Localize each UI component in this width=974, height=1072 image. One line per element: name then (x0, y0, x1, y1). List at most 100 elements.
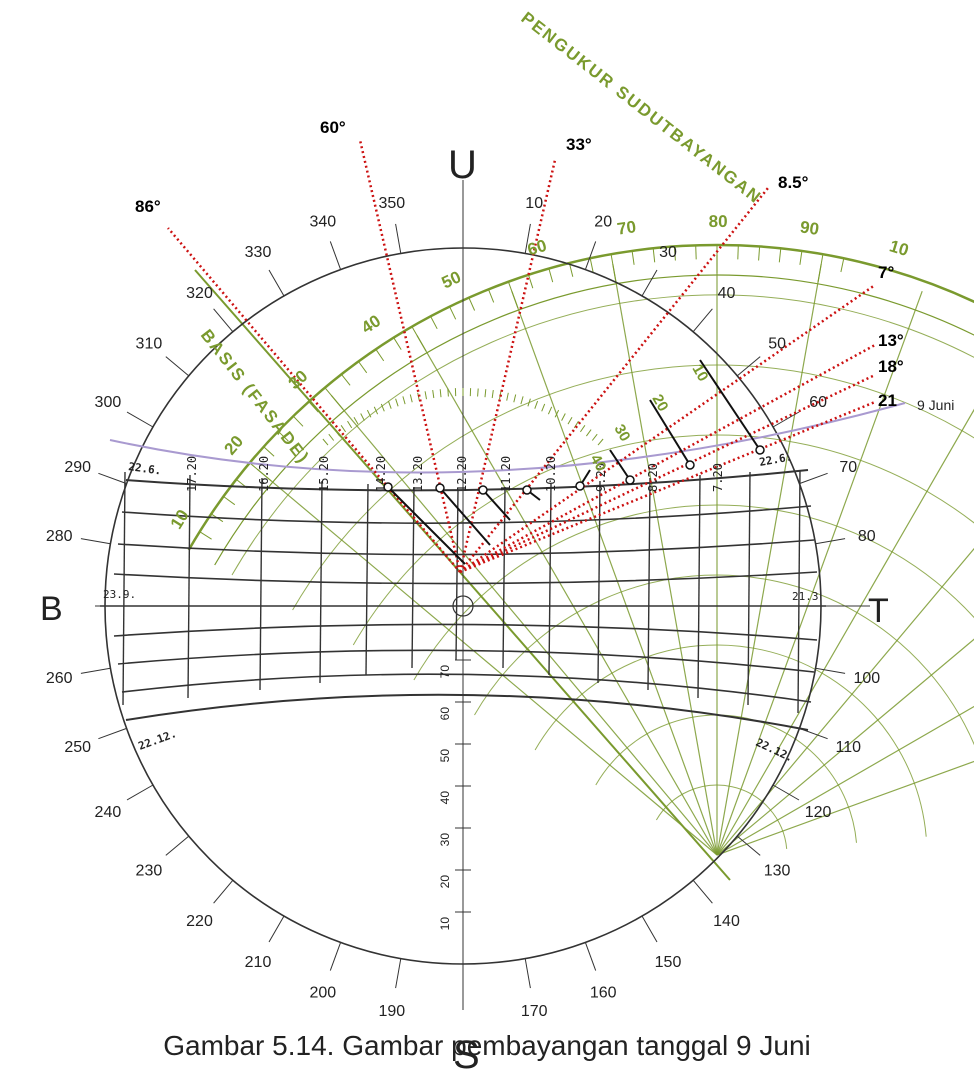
shadow-angle-line (458, 159, 557, 573)
azimuth-label: 340 (309, 214, 336, 231)
azimuth-tick (584, 942, 597, 971)
protractor-tick (548, 268, 554, 283)
protractor-tick (468, 297, 476, 311)
minor-tick (380, 403, 385, 412)
azimuth-label: 120 (805, 804, 832, 821)
azimuth-tick (772, 411, 800, 428)
hour-line (797, 469, 801, 714)
altitude-label: 70 (438, 665, 452, 679)
hour-label: 14.20 (374, 456, 388, 492)
shadow-angle-label: 86° (135, 197, 161, 216)
azimuth-tick (126, 784, 154, 801)
protractor-label: 20 (220, 432, 247, 459)
minor-tick (395, 398, 399, 407)
azimuth-label: 170 (521, 1003, 548, 1020)
protractor-label: 50 (439, 267, 464, 292)
protractor-tick (589, 258, 594, 273)
minor-tick (534, 400, 539, 409)
protractor-tick (308, 401, 319, 413)
protractor-curve (474, 574, 974, 746)
hour-line (365, 483, 369, 676)
hour-line (122, 471, 126, 706)
minor-tick (366, 409, 372, 418)
protractor-tick (341, 373, 351, 386)
azimuth-tick (799, 727, 828, 740)
shadow-marker (699, 359, 761, 451)
azimuth-tick (524, 958, 531, 989)
protractor-tick (568, 262, 574, 277)
protractor-tick (840, 258, 845, 273)
azimuth-tick (80, 538, 111, 545)
protractor-curve (352, 434, 974, 646)
date-label: 22.12. (754, 736, 796, 765)
minor-tick (322, 438, 329, 446)
protractor-outer-arc (187, 243, 974, 551)
azimuth-tick (329, 241, 342, 270)
azimuth-tick (815, 538, 846, 545)
hour-label: 9.20 (594, 463, 608, 492)
minor-tick (506, 392, 509, 401)
azimuth-label: 140 (713, 913, 740, 930)
azimuth-tick (772, 784, 800, 801)
protractor-tick (758, 246, 761, 261)
azimuth-label: 330 (245, 244, 272, 261)
protractor-ray (257, 468, 718, 856)
minor-tick (561, 413, 566, 421)
date-label: 22.6. (758, 450, 793, 469)
minor-tick (547, 406, 553, 415)
protractor-curve (413, 504, 974, 681)
hour-line (455, 489, 459, 661)
hour-line (187, 474, 191, 699)
azimuth-label: 280 (46, 528, 73, 545)
azimuth-tick (213, 308, 234, 333)
azimuth-label: 20 (594, 214, 612, 231)
date-label: 22.12. (137, 727, 179, 753)
shadow-lines (167, 139, 876, 574)
date-curve (121, 673, 812, 703)
azimuth-label: 220 (186, 913, 213, 930)
protractor-label: 10 (887, 236, 911, 260)
shadow-angle-line (459, 283, 876, 574)
shadow-angle-protractor (187, 243, 974, 881)
shadow-angle-label: 18° (878, 357, 904, 376)
protractor-tick (799, 250, 803, 265)
protractor-inner-label: 30 (611, 422, 634, 445)
minor-tick (373, 406, 379, 415)
azimuth-tick (80, 667, 111, 674)
azimuth-ticks: 1020304050607080100110120130140150160170… (46, 195, 880, 1020)
protractor-tick (778, 248, 782, 263)
protractor-ray (416, 335, 718, 856)
shadow-angle-line (459, 187, 769, 573)
date-curve (121, 505, 812, 524)
protractor-label: 40 (358, 311, 384, 337)
minor-tick (520, 396, 524, 405)
protractor-tick (488, 289, 495, 303)
azimuth-tick (329, 942, 342, 971)
hour-label: 11.20 (499, 456, 513, 492)
minor-tick (585, 429, 592, 437)
protractor-tick (393, 337, 402, 350)
minor-tick (432, 390, 435, 399)
minor-tick (353, 416, 359, 425)
azimuth-label: 230 (136, 863, 163, 880)
protractor-title: PENGUKUR SUDUTBAYANGAN (518, 8, 766, 207)
azimuth-tick (815, 667, 846, 674)
hour-label: 15.20 (317, 456, 331, 492)
hour-label: 10.20 (544, 456, 558, 492)
basis-label: BASIS (FASADE) (197, 326, 314, 468)
minor-tick (334, 429, 341, 437)
altitude-label: 10 (438, 917, 452, 931)
date-label: 23.9. (103, 588, 136, 601)
azimuth-tick (584, 241, 597, 270)
hour-label: 7.20 (711, 463, 725, 492)
protractor-tick (277, 430, 289, 442)
azimuth-label: 160 (590, 984, 617, 1001)
azimuth-label: 70 (839, 459, 857, 476)
north-label: U (448, 143, 477, 187)
altitude-label: 20 (438, 875, 452, 889)
azimuth-tick (268, 269, 285, 297)
protractor-tick (375, 349, 385, 362)
altitude-label: 30 (438, 833, 452, 847)
azimuth-label: 190 (378, 1003, 405, 1020)
intersection-point (478, 485, 488, 495)
